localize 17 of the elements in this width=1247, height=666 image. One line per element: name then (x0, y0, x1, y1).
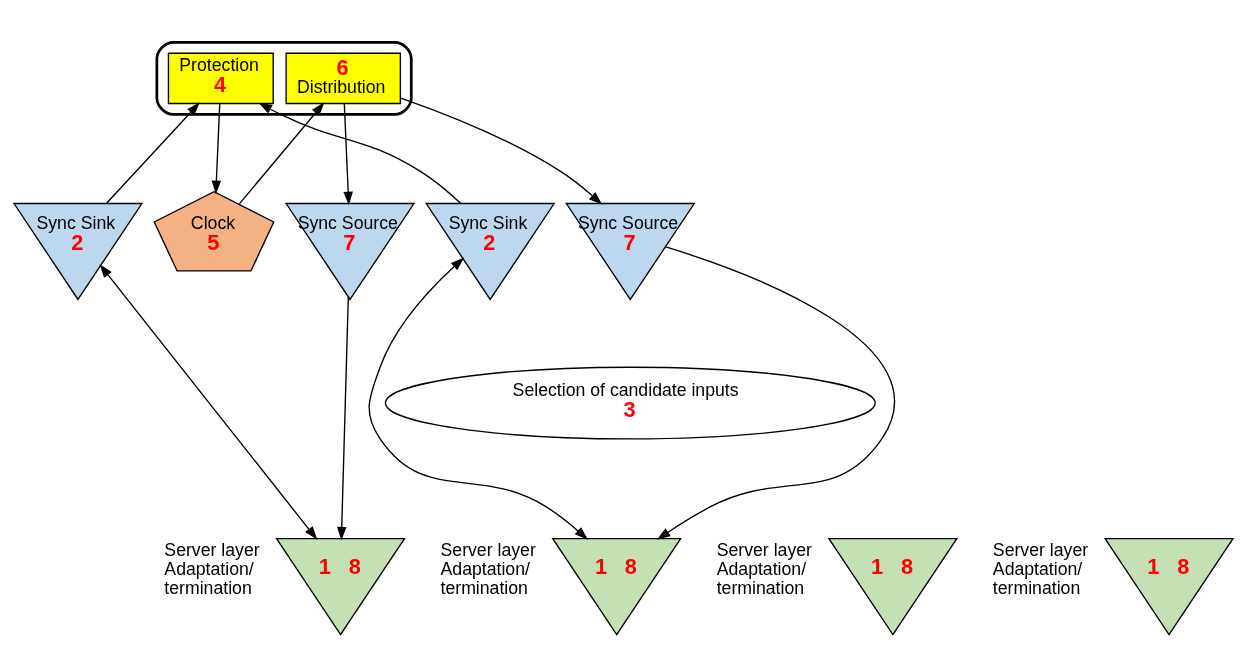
arrow (368, 257, 588, 540)
node-label: Server layer Adaptation/ termination (440, 540, 536, 599)
arrow (343, 103, 353, 206)
node-box: 6 Distribution (285, 52, 402, 105)
node-ellipse: Selection of candidate inputs 3 (384, 366, 876, 440)
arrow (337, 296, 349, 541)
node-box: Protection 4 (167, 52, 274, 105)
node-label: Server layer Adaptation/ termination (164, 540, 260, 599)
arrow (258, 102, 462, 204)
node-label: Server layer Adaptation/ termination (992, 540, 1089, 599)
arrow (238, 102, 325, 205)
arrow (400, 97, 603, 205)
arrow (656, 246, 895, 540)
node-label: Server layer Adaptation/ termination (716, 540, 812, 599)
arrow (99, 264, 318, 540)
arrow (211, 103, 222, 195)
arrow (105, 102, 200, 204)
